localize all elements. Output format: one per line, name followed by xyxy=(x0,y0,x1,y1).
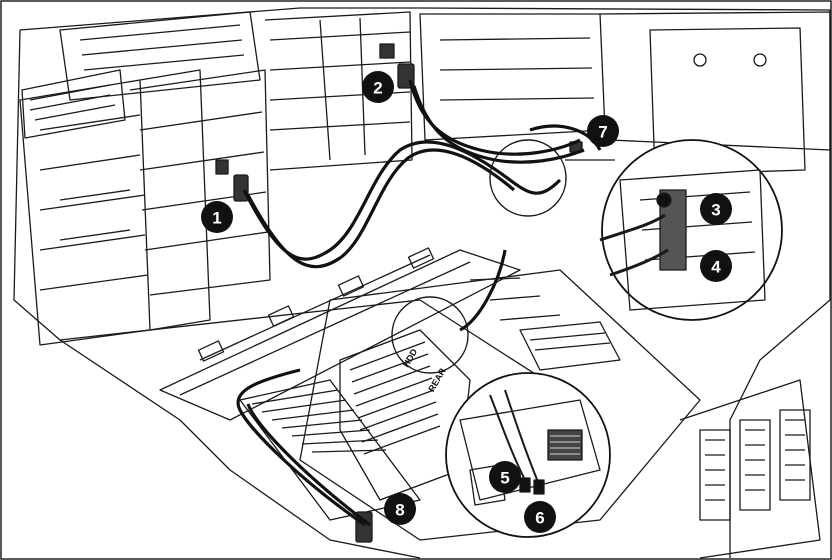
callout-2-label: 2 xyxy=(373,79,382,98)
drive-cage-middle xyxy=(59,11,271,296)
detail-circle-top-center xyxy=(489,139,567,217)
callout-3: 3 xyxy=(700,193,732,225)
callout-4-label: 4 xyxy=(711,258,721,277)
dimm-slots xyxy=(239,379,421,521)
callout-5-label: 5 xyxy=(500,469,509,488)
expansion-slots xyxy=(679,379,821,559)
callout-8: 8 xyxy=(384,493,416,525)
system-board xyxy=(299,269,701,541)
callout-5: 5 xyxy=(489,461,521,493)
detail-circle-middle xyxy=(391,296,469,374)
drive-cage-left xyxy=(19,69,211,346)
callout-6-label: 6 xyxy=(535,509,544,528)
chassis-outline xyxy=(13,7,831,559)
callout-7: 7 xyxy=(587,115,619,147)
callout-8-label: 8 xyxy=(395,501,404,520)
callout-4: 4 xyxy=(700,250,732,282)
callout-1-label: 1 xyxy=(212,209,221,228)
detail-zoom-board-connectors xyxy=(445,372,611,538)
callout-3-label: 3 xyxy=(711,201,720,220)
cables xyxy=(236,79,602,527)
callout-6: 6 xyxy=(524,501,556,533)
detail-zoom-rear-connectors xyxy=(565,139,783,321)
callout-7-label: 7 xyxy=(598,123,607,142)
callout-1: 1 xyxy=(201,201,233,233)
callout-2: 2 xyxy=(362,71,394,103)
